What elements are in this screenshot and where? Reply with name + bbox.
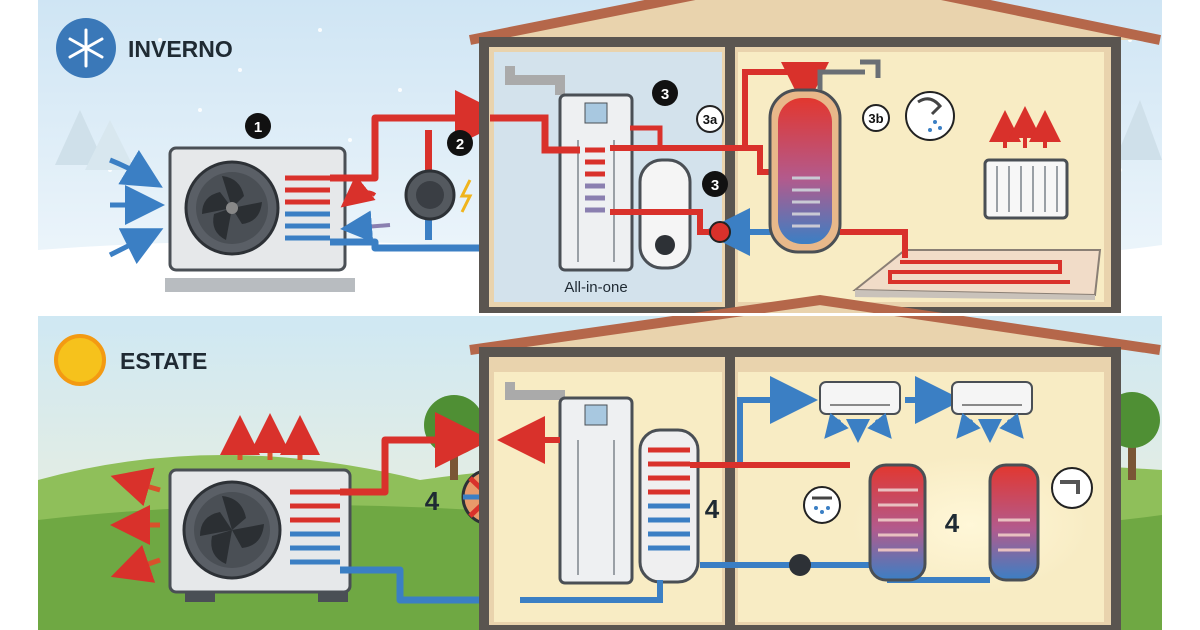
summer-hot-pipe <box>340 412 491 496</box>
radiator <box>983 106 1069 220</box>
winter-panel: INVERNO 1 <box>38 0 1162 317</box>
summer-circulation-pump <box>789 554 811 576</box>
ac-unit-left <box>819 381 901 443</box>
summer-cold-pipe <box>340 566 520 604</box>
allinone-label: All-in-one <box>564 279 627 296</box>
step-2-badge: 2 <box>456 136 464 153</box>
summer-title: ESTATE <box>54 334 207 386</box>
winter-outdoor-unit: 1 <box>165 113 355 292</box>
dhw-tank-winter: 3b <box>768 59 955 254</box>
step-3-badge: 3 <box>661 86 669 103</box>
winter-title: INVERNO <box>56 18 233 78</box>
compressor: 2 <box>340 130 473 243</box>
step-4-tanks: 4 <box>945 508 960 538</box>
summer-outdoor-unit <box>168 468 352 602</box>
step-3a-badge: 3a <box>703 112 718 127</box>
summer-tap-icon <box>1051 467 1093 509</box>
panel-divider <box>38 313 1162 316</box>
summer-title-text: ESTATE <box>120 348 207 374</box>
summer-dhw-tanks: 4 <box>803 463 1093 582</box>
winter-title-text: INVERNO <box>128 36 233 62</box>
allinone-unit-winter: All-in-one <box>490 66 634 296</box>
tap-icon <box>860 59 881 78</box>
step-4-allinone: 4 <box>705 494 720 524</box>
ac-unit-right <box>951 381 1033 443</box>
step-4-valve: 4 <box>425 486 440 516</box>
step-3-lower-badge: 3 <box>711 177 719 194</box>
summer-panel: ESTATE <box>38 294 1162 630</box>
sun-icon <box>54 334 106 386</box>
step-1-badge: 1 <box>254 119 262 136</box>
winter-wind-arrows <box>108 149 165 265</box>
step-3b-badge: 3b <box>868 111 883 126</box>
electricity-icon <box>459 179 473 213</box>
underfloor-heating <box>840 229 1102 300</box>
dhw-supply-pipe <box>610 62 829 151</box>
allinone-unit-summer: 4 <box>497 382 720 603</box>
circulation-pump <box>709 221 731 243</box>
summer-shower-icon <box>803 486 841 524</box>
summer-heat-arrows <box>110 413 320 583</box>
